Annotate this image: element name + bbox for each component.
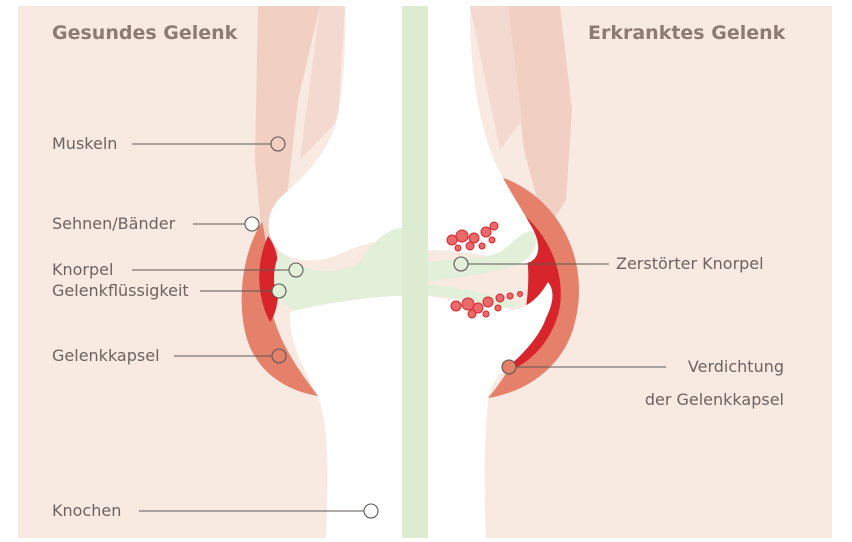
heading-diseased-joint: Erkranktes Gelenk bbox=[588, 22, 784, 44]
label-verdichtung-line2: der Gelenkkapsel bbox=[600, 390, 784, 410]
label-muskeln: Muskeln bbox=[52, 134, 117, 154]
label-gelenkfluessigkeit: Gelenkflüssigkeit bbox=[52, 281, 189, 301]
label-knorpel: Knorpel bbox=[52, 260, 113, 280]
heading-healthy-joint: Gesundes Gelenk bbox=[52, 22, 237, 44]
label-zerstoerter-knorpel: Zerstörter Knorpel bbox=[616, 254, 764, 274]
label-knochen: Knochen bbox=[52, 501, 121, 521]
center-divider bbox=[402, 6, 428, 538]
label-verdichtung-line1: Verdichtung bbox=[632, 357, 784, 377]
label-sehnen-baender: Sehnen/Bänder bbox=[52, 214, 175, 234]
label-gelenkkapsel: Gelenkkapsel bbox=[52, 346, 160, 366]
